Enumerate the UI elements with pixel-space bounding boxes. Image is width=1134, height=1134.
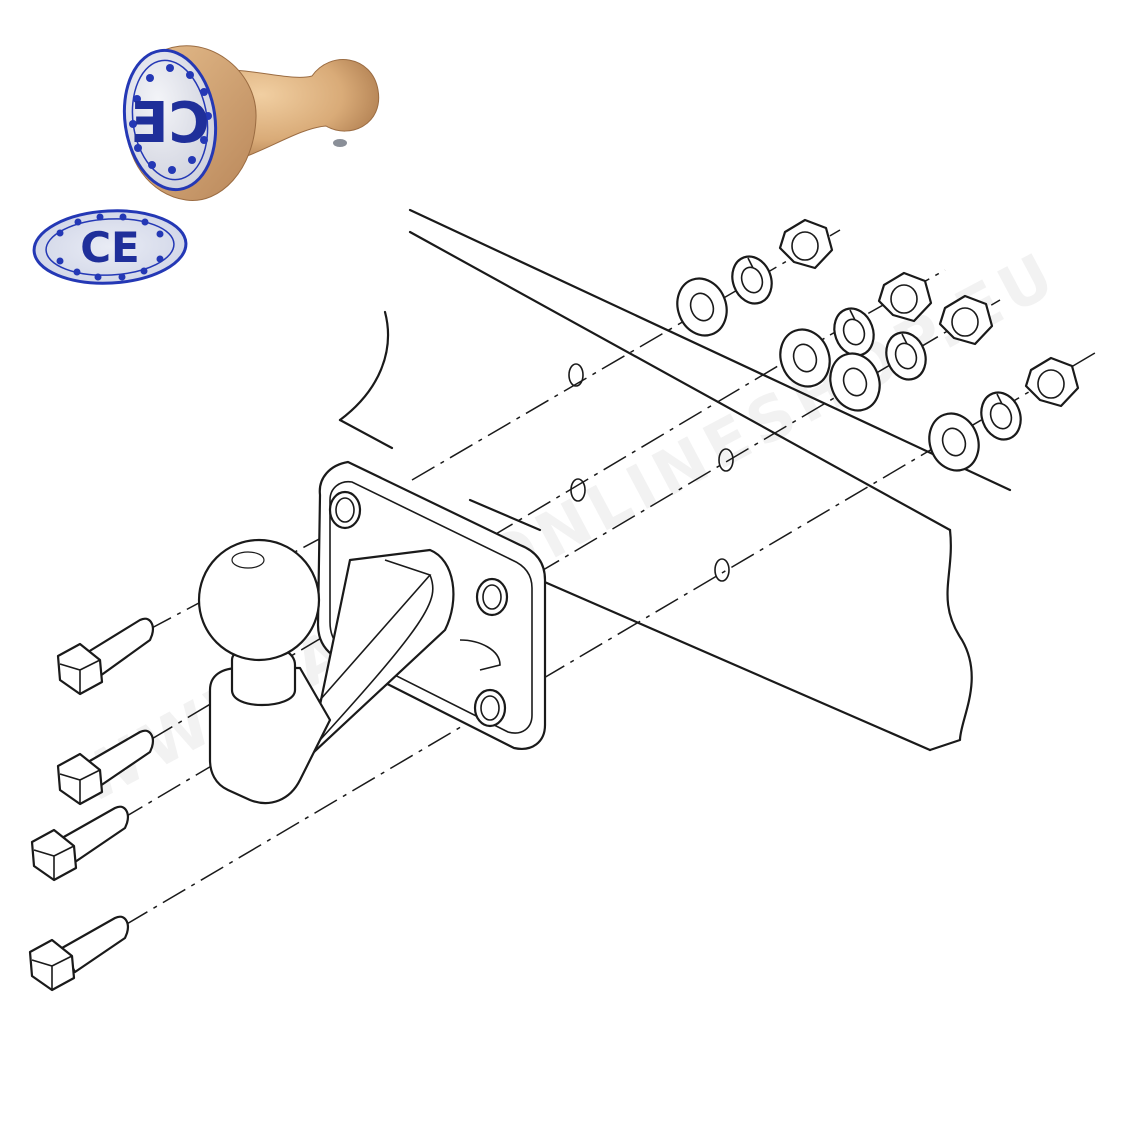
stamp-stars: [129, 64, 212, 174]
ce-mark-text: CE: [80, 223, 140, 272]
nut-icon: [938, 294, 994, 346]
frame-hole: [718, 448, 734, 472]
bolt-icon: [30, 805, 129, 882]
frame-hole: [568, 363, 584, 387]
flange-hole: [475, 577, 509, 617]
stamp-face-mark: CE: [130, 91, 209, 156]
lock-washer-icon: [885, 331, 927, 381]
stamp-icon: CE: [122, 45, 380, 201]
bolt-set: [28, 617, 154, 992]
lock-washer-icon: [731, 255, 773, 305]
bolt-icon: [56, 729, 154, 806]
flange-hole: [473, 688, 507, 728]
ce-mark-icon: CE: [32, 209, 188, 285]
nut-icon: [877, 271, 933, 323]
bolt-icon: [56, 617, 154, 696]
tow-ball-icon: [197, 538, 321, 662]
washer-icon: [676, 277, 728, 337]
washer-icon: [829, 352, 881, 412]
nut-icon: [1024, 356, 1080, 408]
fastener-set: [676, 218, 1080, 472]
nut-icon: [778, 218, 834, 270]
bolt-icon: [28, 915, 129, 992]
flange-hole: [328, 490, 362, 530]
lock-washer-icon: [980, 391, 1022, 441]
chassis-frame: [338, 208, 1012, 752]
washer-icon: [928, 412, 980, 472]
tow-ball-coupling: [197, 460, 547, 805]
lock-washer-icon: [833, 307, 875, 357]
frame-hole: [714, 558, 730, 582]
washer-icon: [779, 328, 831, 388]
